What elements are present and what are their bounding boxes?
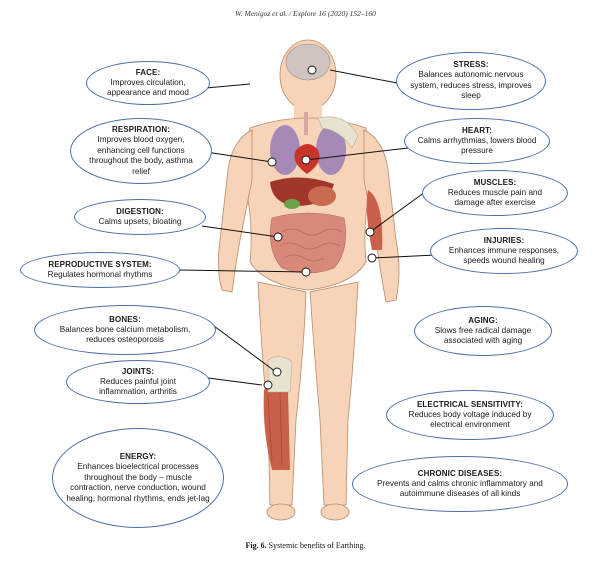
callout-electrical-body: Reduces body voltage induced by electric… (408, 409, 532, 430)
callout-energy-body: Enhances bioelectrical processes through… (66, 462, 210, 503)
callout-chronic-body: Prevents and calms chronic inflammatory … (377, 478, 543, 499)
callout-bones: BONES: Balances bone calcium metabolism,… (34, 305, 216, 355)
callout-reproductive: REPRODUCTIVE SYSTEM: Regulates hormonal … (20, 252, 180, 288)
callout-respiration-title: RESPIRATION: (112, 125, 170, 134)
stomach-icon (308, 186, 336, 206)
callout-reproductive-body: Regulates hormonal rhythms (47, 269, 153, 279)
callout-electrical-title: ELECTRICAL SENSITIVITY: (416, 399, 523, 409)
brain-icon (285, 43, 331, 81)
callout-reproductive-title: REPRODUCTIVE SYSTEM: (48, 259, 152, 269)
callout-heart: HEART: Calms arrhythmias, lowers blood p… (404, 118, 550, 164)
callout-chronic: CHRONIC DISEASES: Prevents and calms chr… (352, 456, 568, 512)
callout-stress-body: Balances autonomic nervous system, reduc… (410, 70, 532, 101)
connector-lines (179, 69, 437, 386)
callout-injuries-body: Enhances immune responses, speeds wound … (448, 245, 560, 266)
callout-chronic-title: CHRONIC DISEASES: (417, 468, 503, 478)
callout-joints-body: Reduces painful joint inflammation, arth… (99, 376, 177, 397)
figure-label: Fig. 6. (245, 541, 267, 550)
callout-aging-title: AGING: (468, 315, 498, 325)
callout-bones-body: Balances bone calcium metabolism, reduce… (59, 324, 191, 345)
callout-aging: AGING: Slows free radical damage associa… (414, 306, 552, 356)
callout-stress: STRESS: Balances autonomic nervous syste… (396, 52, 546, 110)
figure-caption: Fig. 6. Systemic benefits of Earthing. (0, 541, 611, 550)
callout-respiration-body: Improves blood oxygen, enhancing cell fu… (89, 135, 193, 176)
body-silhouette (218, 39, 400, 521)
callout-face-title: FACE: (135, 67, 161, 77)
gallbladder-icon (284, 199, 300, 209)
callout-bones-title: BONES: (109, 314, 141, 324)
callout-face: FACE: Improves circulation, appearance a… (86, 61, 210, 105)
callout-muscles-title: MUSCLES: (473, 177, 517, 187)
organs (263, 112, 383, 470)
callout-respiration: RESPIRATION: Improves blood oxygen, enha… (70, 118, 212, 184)
callout-heart-body: Calms arrhythmias, lowers blood pressure (417, 135, 537, 156)
callout-aging-body: Slows free radical damage associated wit… (434, 325, 532, 346)
callout-digestion: DIGESTION: Calms upsets, bloating (74, 199, 206, 235)
callout-joints: JOINTS: Reduces painful joint inflammati… (66, 360, 210, 404)
callout-heart-title: HEART: (462, 125, 492, 135)
leg-muscle-icon (263, 385, 290, 470)
intestines-icon (270, 212, 346, 274)
callout-joints-title: JOINTS: (121, 366, 155, 376)
callout-muscles: MUSCLES: Reduces muscle pain and damage … (422, 170, 568, 216)
callout-injuries: INJURIES: Enhances immune responses, spe… (430, 228, 578, 274)
callout-digestion-title: DIGESTION: (116, 206, 164, 216)
callout-electrical: ELECTRICAL SENSITIVITY: Reduces body vol… (386, 390, 554, 440)
right-lung-icon (316, 125, 346, 175)
marker-dots (263, 65, 377, 390)
callout-muscles-body: Reduces muscle pain and damage after exe… (447, 187, 543, 208)
callout-face-body: Improves circulation, appearance and moo… (107, 77, 189, 98)
callout-energy: ENERGY: Enhances bioelectrical processes… (52, 428, 224, 528)
callout-energy-title: ENERGY: (119, 452, 157, 461)
callout-stress-title: STRESS: (453, 60, 489, 70)
callout-injuries-title: INJURIES: (483, 235, 525, 245)
shoulder-bone-icon (317, 116, 359, 149)
left-lung-icon (270, 125, 300, 175)
callout-digestion-body: Calms upsets, bloating (98, 216, 182, 226)
figure-caption-text: Systemic benefits of Earthing. (268, 541, 366, 550)
journal-header: W. Menigoz et al. / Explore 16 (2020) 15… (235, 9, 376, 18)
